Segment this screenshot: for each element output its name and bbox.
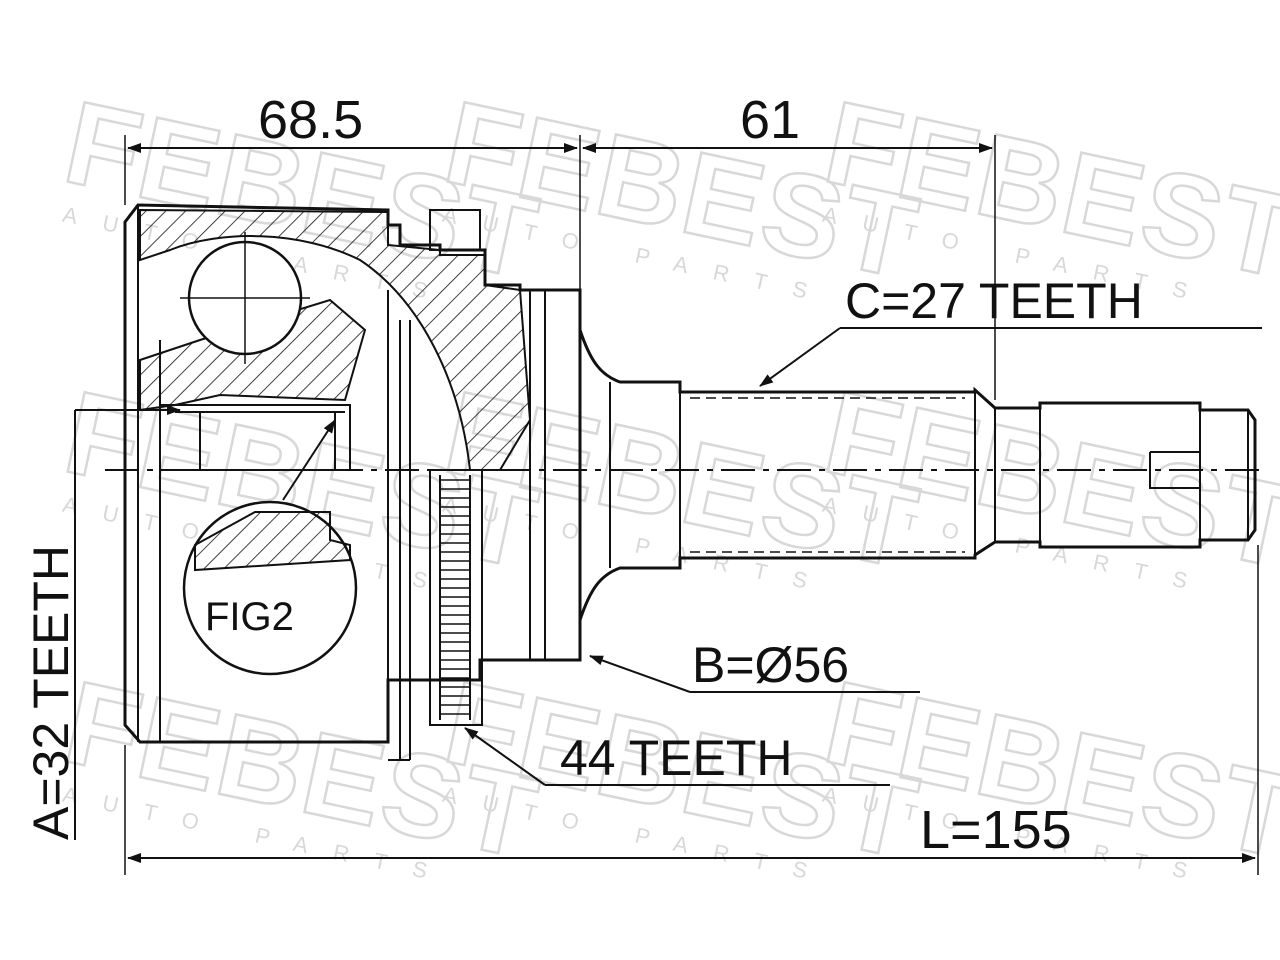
dim-68-5-label: 68.5 — [258, 90, 363, 150]
abs-ring — [429, 209, 483, 726]
callout-outer-spline: C=27 TEETH — [759, 273, 1262, 387]
seal-diameter-label: B=Ø56 — [692, 637, 849, 693]
output-shaft — [578, 329, 1257, 621]
callout-seal-diameter: B=Ø56 — [589, 637, 920, 693]
dim-61-label: 61 — [740, 90, 800, 150]
inner-spline-label: A=32 TEETH — [23, 545, 79, 840]
abs-ring-label: 44 TEETH — [560, 730, 793, 786]
dimension-total-length: L=155 — [127, 800, 1256, 863]
fig2-label: FIG2 — [205, 595, 294, 639]
extension-lines — [124, 135, 1259, 875]
outer-housing — [123, 203, 582, 761]
outer-spline-label: C=27 TEETH — [845, 273, 1143, 329]
callout-inner-spline: A=32 TEETH — [23, 405, 181, 840]
fig2-detail: FIG2 — [182, 419, 358, 676]
callout-abs-ring: 44 TEETH — [464, 727, 890, 786]
dim-total-label: L=155 — [920, 800, 1072, 860]
dimension-shaft-length: 61 — [582, 90, 993, 153]
dimension-flange-length: 68.5 — [127, 90, 578, 153]
